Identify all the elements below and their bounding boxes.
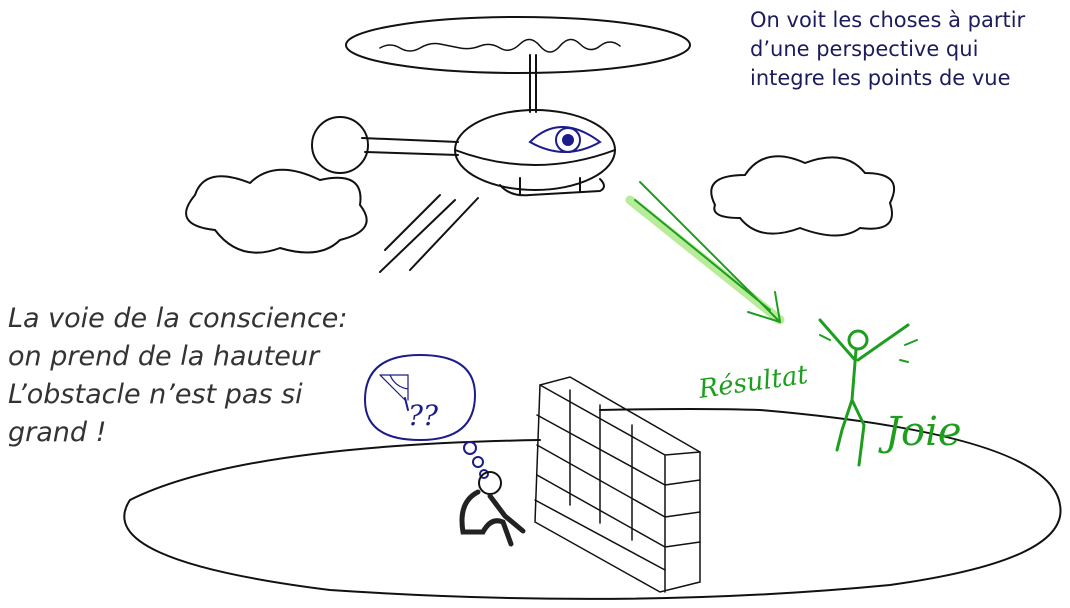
thought-bubble	[363, 353, 489, 479]
eye-icon	[528, 126, 602, 153]
joy-label: Joie	[878, 409, 962, 455]
caption-left-line: on prend de la hauteur	[8, 341, 320, 372]
result-arrow	[625, 181, 785, 325]
ground	[123, 408, 1062, 600]
result-label: Résultat	[696, 360, 810, 405]
cabin	[454, 109, 616, 191]
sitting-person	[459, 471, 526, 547]
cloud-left	[185, 168, 368, 254]
helicopter	[311, 16, 691, 273]
cloud-right	[710, 155, 896, 237]
caption-top: On voit les choses à partir d’une perspe…	[750, 6, 1025, 93]
question-marks: ??	[408, 399, 439, 432]
caption-left: La voie de la conscience: on prend de la…	[8, 300, 348, 452]
caption-left-line: La voie de la conscience:	[8, 303, 348, 334]
caption-top-line: On voit les choses à partir	[750, 8, 1026, 32]
caption-top-line: integre les points de vue	[750, 66, 1011, 90]
joyful-figure	[818, 318, 918, 467]
caption-left-line: L’obstacle n’est pas si	[8, 379, 303, 410]
caption-top-line: d’une perspective qui	[750, 37, 979, 61]
wall	[534, 376, 701, 593]
caption-left-line: grand !	[8, 417, 107, 448]
rotor	[345, 16, 691, 74]
tail-rotor	[311, 116, 369, 174]
